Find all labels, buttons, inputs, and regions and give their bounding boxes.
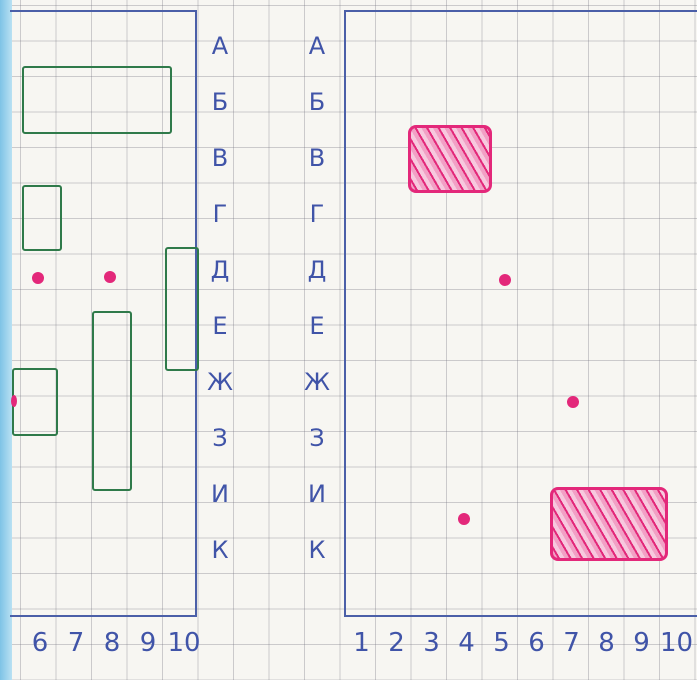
col-label: 8 <box>94 628 130 658</box>
miss-marker <box>104 271 116 283</box>
col-label: 2 <box>379 628 414 658</box>
sunk-ship <box>408 125 492 193</box>
ship-outline <box>92 311 132 491</box>
row-label: К <box>302 522 332 578</box>
row-label: А <box>302 18 332 74</box>
row-label: В <box>302 130 332 186</box>
row-label: И <box>302 466 332 522</box>
row-label: Д <box>205 242 235 298</box>
col-label: 5 <box>484 628 519 658</box>
miss-marker <box>32 272 44 284</box>
col-label: 6 <box>519 628 554 658</box>
row-label: Г <box>302 186 332 242</box>
row-label: И <box>205 466 235 522</box>
row-label: З <box>302 410 332 466</box>
row-label: З <box>205 410 235 466</box>
row-label: Е <box>302 298 332 354</box>
row-label: В <box>205 130 235 186</box>
col-label: 8 <box>589 628 624 658</box>
row-label: А <box>205 18 235 74</box>
miss-marker <box>458 513 470 525</box>
right-row-labels: А Б В Г Д Е Ж З И К <box>302 18 332 578</box>
col-label: 7 <box>58 628 94 658</box>
col-label: 3 <box>414 628 449 658</box>
col-label: 7 <box>554 628 589 658</box>
row-label: Д <box>302 242 332 298</box>
row-label: Б <box>302 74 332 130</box>
miss-marker <box>499 274 511 286</box>
ship-outline <box>165 247 199 371</box>
col-label: 10 <box>659 628 694 658</box>
col-label: 6 <box>22 628 58 658</box>
row-label: Е <box>205 298 235 354</box>
row-label: Ж <box>205 354 235 410</box>
left-col-labels: 6 7 8 9 10 <box>22 628 202 658</box>
sunk-ship <box>550 487 668 561</box>
row-label: Ж <box>302 354 332 410</box>
col-label: 1 <box>344 628 379 658</box>
miss-marker <box>567 396 579 408</box>
row-label: Г <box>205 186 235 242</box>
col-label: 10 <box>166 628 202 658</box>
miss-marker <box>11 395 17 407</box>
right-col-labels: 1 2 3 4 5 6 7 8 9 10 <box>344 628 694 658</box>
row-label: Б <box>205 74 235 130</box>
ship-outline <box>22 185 62 251</box>
ship-outline <box>22 66 172 134</box>
col-label: 9 <box>130 628 166 658</box>
col-label: 4 <box>449 628 484 658</box>
ship-outline <box>12 368 58 436</box>
col-label: 9 <box>624 628 659 658</box>
left-row-labels: А Б В Г Д Е Ж З И К <box>205 18 235 578</box>
row-label: К <box>205 522 235 578</box>
